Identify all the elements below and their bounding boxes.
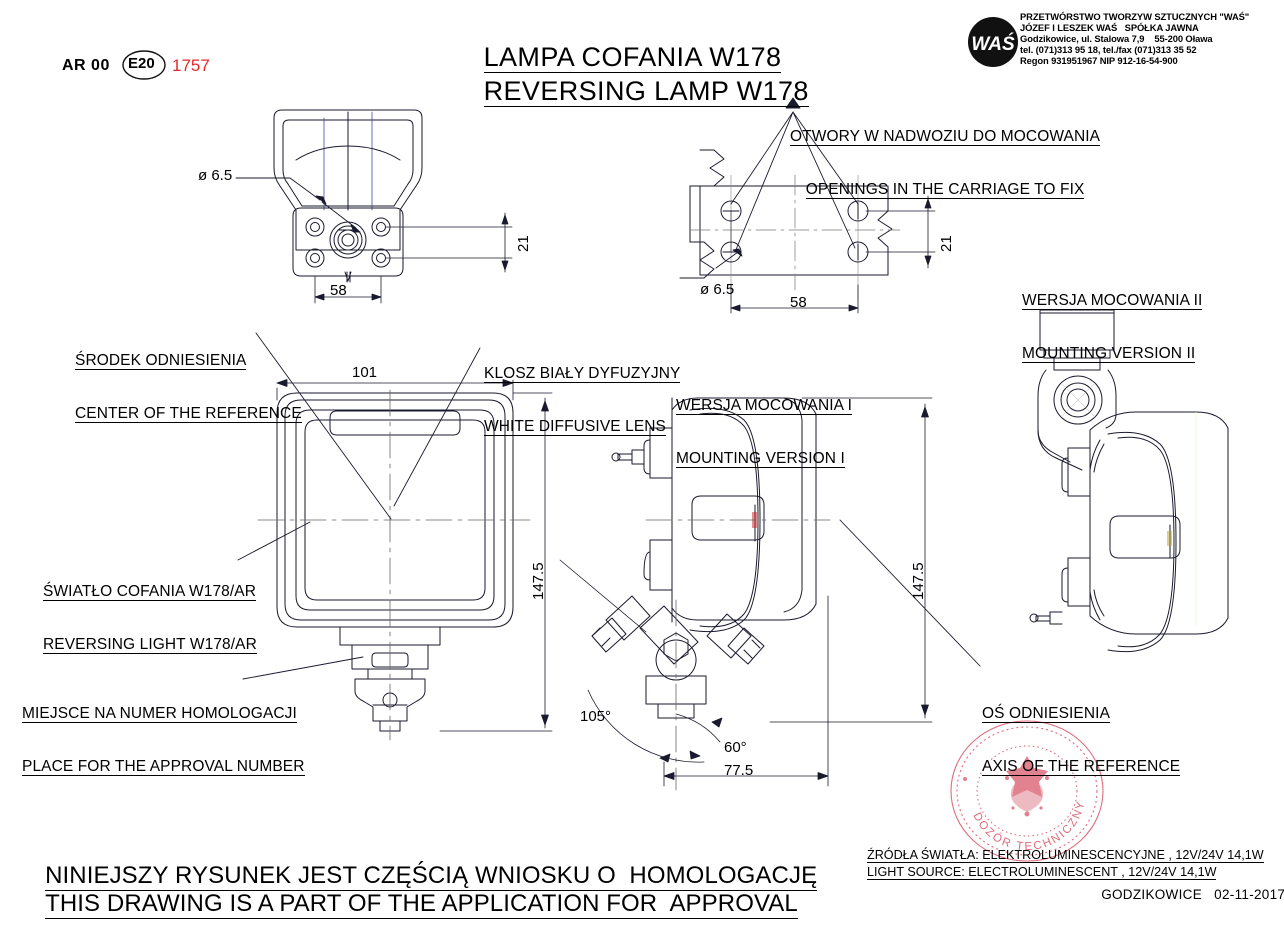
company-line-4: tel. (071)313 95 18, tel./fax (071)313 3…: [1020, 44, 1197, 55]
front-view-lamp: [257, 389, 531, 741]
footer-statement-pl: NINIEJSZY RYSUNEK JEST CZĘŚCIĄ WNIOSKU O…: [45, 861, 818, 891]
leader-dia65-mount: [715, 248, 743, 269]
dimension-side-view: [769, 397, 933, 723]
label-center-of-reference: ŚRODEK ODNIESIENIA CENTER OF THE REFEREN…: [75, 351, 302, 424]
company-line-3: Godzikowice, ul. Stalowa 7,9 55-200 Oław…: [1020, 33, 1213, 44]
page-title-pl: LAMPA COFANIA W178: [483, 42, 782, 74]
company-line-1: PRZETWÓRSTWO TWORZYW SZTUCZNYCH "WAŚ": [1020, 11, 1250, 22]
approval-number: 1757: [172, 56, 210, 75]
leader-openings: [730, 97, 859, 253]
dimension-hole-dia-mount: ø 6.5: [700, 281, 735, 298]
company-logo-icon: WAŚ: [968, 17, 1018, 67]
mark-ar00: AR 00: [62, 57, 110, 74]
dimension-angles: [559, 559, 829, 787]
carriage-openings-view: [679, 149, 901, 301]
label-mounting-version-2: WERSJA MOCOWANIA II MOUNTING VERSION II: [1022, 291, 1203, 364]
footer-place-date: GODZIKOWICE 02-11-2017: [1101, 887, 1284, 903]
label-white-diffusive-lens: KLOSZ BIAŁY DYFUZYJNY WHITE DIFFUSIVE LE…: [484, 364, 681, 437]
drawing-sheet: WAŚ DOZÓR TECHNICZNY LAMPA COFANIA W178 …: [22, 11, 1284, 919]
leader-lines-front: [237, 332, 481, 680]
side-view-mounting-version-2: [1029, 309, 1229, 653]
footer-statement-en: THIS DRAWING IS A PART OF THE APPLICATIO…: [45, 889, 798, 919]
label-carriage-openings: OTWORY W NADWOZIU DO MOCOWANIA OPENINGS …: [790, 127, 1101, 200]
dimension-hole-dia-top: ø 6.5: [198, 167, 233, 184]
dimension-lines-mount: [730, 195, 936, 314]
leader-axis-reference: [839, 519, 981, 667]
side-view-mounting-version-1: [591, 397, 831, 791]
light-source-en: LIGHT SOURCE: ELECTROLUMINESCENT , 12V/2…: [867, 865, 1217, 881]
dimension-depth-775: 77.5: [724, 762, 754, 779]
dimension-height-1475-front: 147.5: [530, 562, 547, 600]
e-mark-label: E20: [128, 55, 155, 72]
dimension-height-1475-side: 147.5: [910, 562, 927, 600]
dimension-width-101: 101: [352, 364, 378, 381]
label-axis-of-reference: OŚ ODNIESIENIA AXIS OF THE REFERENCE: [982, 704, 1181, 777]
technical-drawing-canvas: [235, 97, 1229, 791]
e-mark-icon: [122, 50, 166, 80]
company-line-2: JÓZEF I LESZEK WAŚ SPÓŁKA JAWNA: [1020, 22, 1199, 33]
dimension-height-21-mount: 21: [938, 235, 955, 252]
dimension-width-58-top: 58: [330, 282, 347, 299]
light-source-pl: ŹRÓDŁA ŚWIATŁA: ELEKTROLUMINESCENCYJNE ,…: [867, 848, 1264, 864]
dimension-angle-105: 105°: [580, 708, 612, 725]
company-line-5: Regon 931951967 NIP 912-16-54-900: [1020, 55, 1178, 66]
label-mounting-version-1: WERSJA MOCOWANIA I MOUNTING VERSION I: [676, 396, 853, 469]
svg-text:WAŚ: WAŚ: [971, 33, 1015, 55]
dimension-width-58-mount: 58: [790, 294, 807, 311]
label-place-for-approval-number: MIEJSCE NA NUMER HOMOLOGACJI PLACE FOR T…: [22, 704, 305, 777]
label-reversing-light: ŚWIATŁO COFANIA W178/AR REVERSING LIGHT …: [43, 582, 257, 655]
dimension-angle-60: 60°: [724, 739, 747, 756]
leader-dia65-top: [235, 177, 361, 233]
top-view-lamp: [273, 109, 423, 283]
dimension-lines-top: [314, 212, 513, 304]
page-title-en: REVERSING LAMP W178: [483, 76, 809, 108]
dimension-height-21-top: 21: [515, 235, 532, 252]
dimension-front-view: [276, 379, 553, 732]
